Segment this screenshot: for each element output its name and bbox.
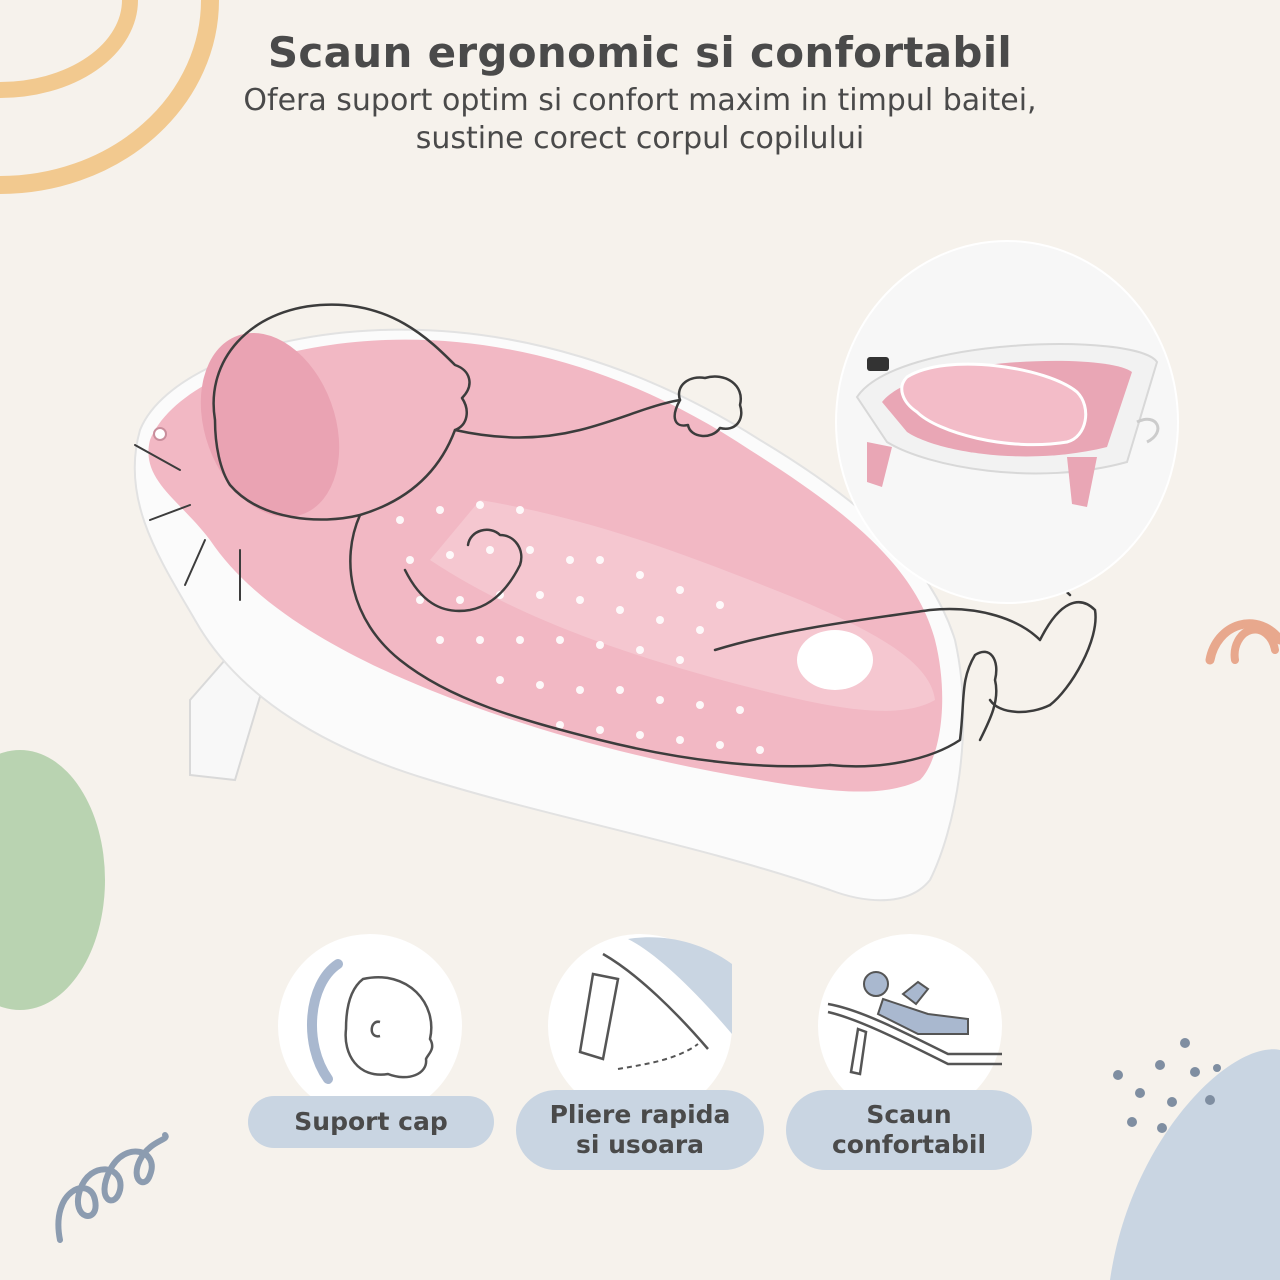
quick-fold-icon [578,937,732,1070]
seat-button-icon [797,630,873,690]
baby-outline-icon [212,303,1097,768]
head-cushion-icon [200,333,340,517]
seat-hanging-hole-icon [153,427,167,441]
feature-label-head-support: Suport cap [248,1096,494,1148]
feature-circle-comfortable-seat [818,934,1002,1118]
page-title: Scaun ergonomic si confortabil [267,28,1013,77]
folding-bathtub-icon [855,343,1160,507]
small-rainbow-icon [1205,619,1280,665]
green-blob-icon [0,750,105,1010]
feature-circle-head-support [278,934,462,1118]
rainbow-arc-inner-icon [0,0,138,98]
feature-label-text: Scaun confortabil [831,1100,987,1159]
feature-label-comfortable-seat: Scaun confortabil [786,1090,1032,1170]
squiggle-decoration-icon [55,1132,169,1243]
drainage-holes-icon [396,501,764,754]
feature-label-quick-fold: Pliere rapida si usoara [516,1090,764,1170]
page-subtitle: Ofera suport optim si confort maxim in t… [243,83,1037,156]
head-support-icon [307,959,434,1084]
seat-leg-icon [189,658,267,782]
feature-label-text: Pliere rapida si usoara [549,1100,731,1159]
blue-blob-icon [1110,1049,1280,1280]
comfortable-seat-icon [827,971,1002,1076]
dots-decoration-icon [1113,1038,1221,1133]
bathtub-inset [835,240,1179,604]
feature-circle-quick-fold [548,934,732,1118]
feature-label-text: Suport cap [294,1107,448,1136]
rainbow-arc-outer-icon [0,0,219,194]
